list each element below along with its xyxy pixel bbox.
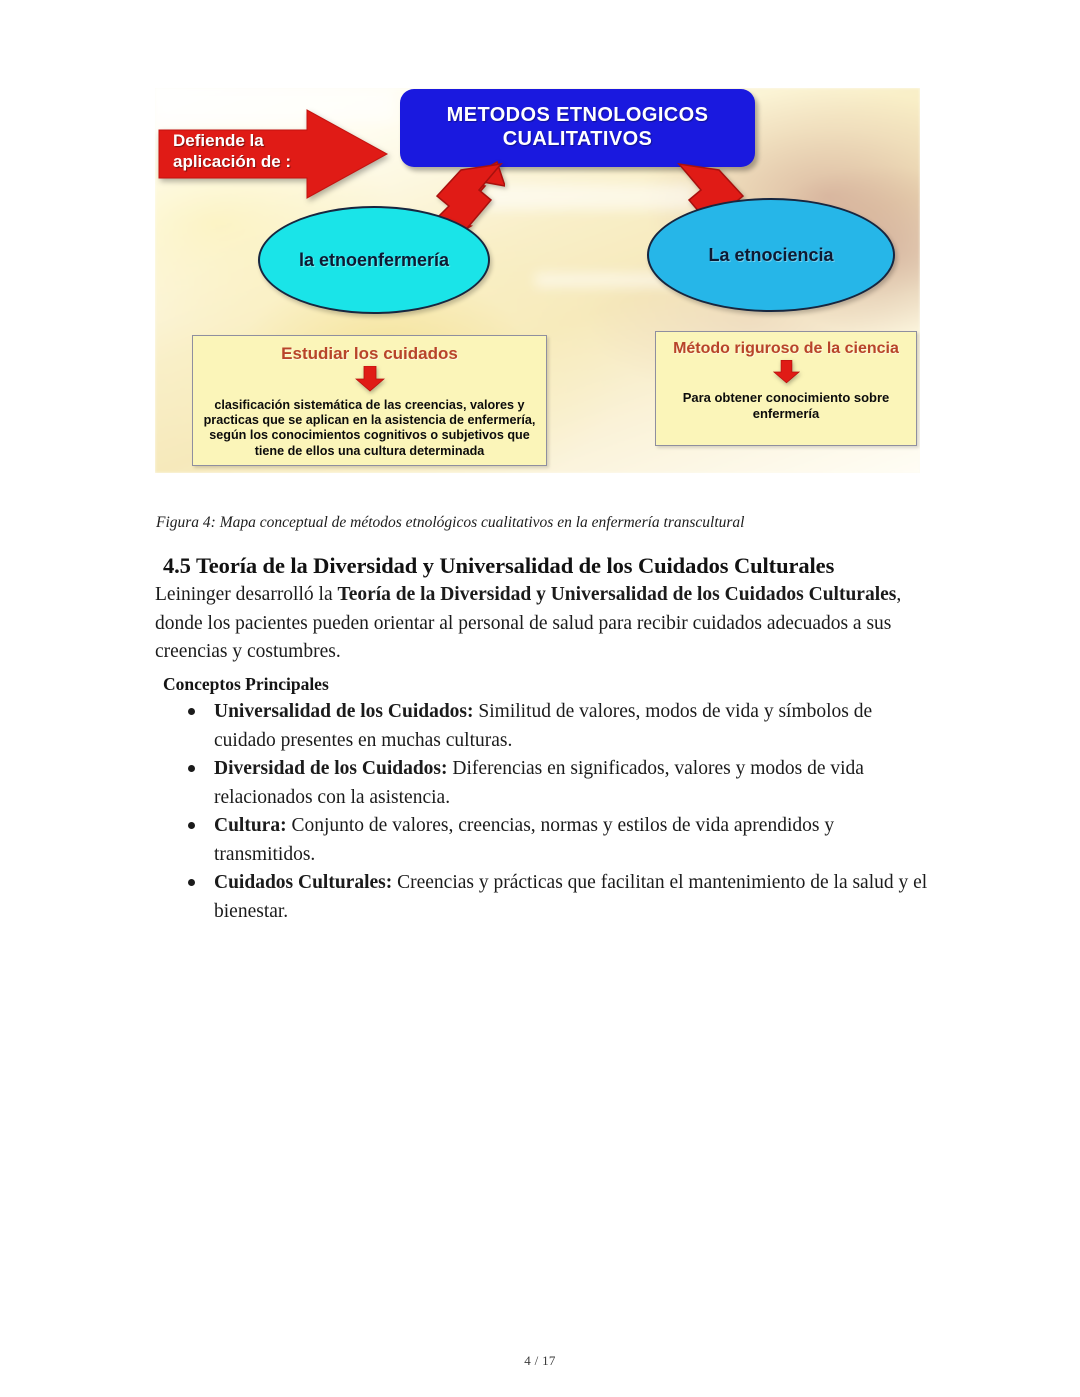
defends-application-label: Defiende la aplicación de :	[173, 131, 292, 172]
concepts-bullet-list: Universalidad de los Cuidados: Similitud…	[178, 698, 928, 927]
bullet-text: Creencias y prácticas que facilitan el m…	[214, 872, 928, 922]
down-arrow-icon	[354, 365, 385, 392]
figure-concept-map-image: Defiende la aplicación de : METODOS ETNO…	[155, 88, 920, 473]
figure-background-streak-1	[485, 184, 695, 210]
down-arrow-icon	[772, 359, 800, 383]
bullet-term: Cultura:	[214, 815, 287, 837]
bullet-text: Similitud de valores, modos de vida y sí…	[214, 701, 873, 751]
list-item: Cultura: Conjunto de valores, creencias,…	[178, 812, 928, 869]
rigorous-method-body: Para obtener conocimiento sobre enfermer…	[682, 389, 890, 421]
ethnonursing-ellipse: la etnoenfermería	[258, 206, 490, 314]
paragraph-part-1: Leininger desarrolló la	[155, 584, 338, 605]
bullet-dot-icon	[188, 765, 195, 773]
page-number-footer: 4 / 17	[524, 1353, 556, 1368]
ethnonursing-label: la etnoenfermería	[298, 249, 450, 270]
ethnoscience-ellipse: La etnociencia	[647, 198, 895, 312]
paragraph-bold-term: Teoría de la Diversidad y Universalidad …	[337, 584, 897, 605]
bullet-dot-icon	[188, 822, 195, 830]
concepts-subheading: Conceptos Principales	[163, 674, 329, 694]
list-item: Cuidados Culturales: Creencias y práctic…	[178, 869, 928, 926]
study-care-body: clasificación sistemática de las creenci…	[203, 397, 536, 458]
bullet-dot-icon	[188, 879, 195, 887]
study-care-header: Estudiar los cuidados	[281, 344, 458, 363]
bullet-text: Diferencias en significados, valores y m…	[214, 758, 864, 808]
figure-background-streak-3	[155, 88, 395, 122]
bullet-term: Cuidados Culturales:	[214, 872, 393, 894]
list-item: Diversidad de los Cuidados: Diferencias …	[178, 755, 928, 812]
bullet-term: Universalidad de los Cuidados:	[214, 701, 474, 722]
section-paragraph: Leininger desarrolló la Teoría de la Div…	[155, 581, 927, 667]
list-item: Universalidad de los Cuidados: Similitud…	[178, 698, 928, 755]
bullet-term: Diversidad de los Cuidados:	[214, 758, 448, 780]
bullet-text: Conjunto de valores, creencias, normas y…	[214, 815, 835, 865]
rigorous-method-header: Método riguroso de la ciencia	[673, 340, 899, 357]
study-care-box: Estudiar los cuidados clasificación sist…	[192, 335, 547, 466]
rigorous-method-box: Método riguroso de la ciencia Para obten…	[655, 331, 917, 446]
bullet-dot-icon	[188, 708, 195, 715]
figure-caption: Figura 4: Mapa conceptual de métodos etn…	[156, 514, 745, 531]
defends-application-arrow: Defiende la aplicación de :	[157, 108, 389, 200]
methods-title-box: METODOS ETNOLOGICOS CUALITATIVOS	[400, 89, 755, 167]
paragraph-part-2: , donde los pacientes pueden orientar al…	[155, 584, 902, 663]
methods-title-text: METODOS ETNOLOGICOS CUALITATIVOS	[446, 104, 709, 150]
section-heading: 4.5 Teoría de la Diversidad y Universali…	[163, 553, 835, 578]
ethnoscience-label: La etnociencia	[708, 244, 834, 265]
